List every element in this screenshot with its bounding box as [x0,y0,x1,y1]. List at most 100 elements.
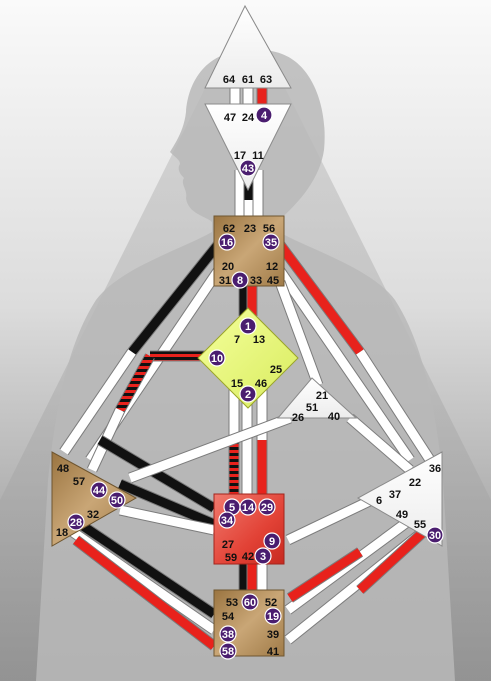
g-center [197,307,299,409]
gate-55-label: 55 [414,519,426,531]
channel-44-26 [128,413,292,483]
channel-45-21 [275,280,323,387]
gate-38-label: 38 [222,629,234,641]
gate-26-label: 26 [292,412,304,424]
gate-46-label: 46 [255,378,267,390]
channel-18-58-outline [67,526,217,634]
channel-10-57-b [116,353,154,413]
gate-5-label: 5 [229,502,235,514]
gate-3-label: 3 [260,551,266,563]
gate-57-label: 57 [73,476,85,488]
channel-28-38 [77,520,217,618]
channel-16-48-upper [128,239,224,355]
channel-35-36-lower [356,349,434,463]
gate-58-badge [219,642,237,660]
gate-51-label: 51 [306,402,318,414]
throat-center [213,215,285,287]
gate-34-badge [218,511,236,529]
gate-28-badge [67,513,85,531]
gate-1-label: 1 [245,321,251,333]
gate-2-label: 2 [245,389,251,401]
gate-63-label: 63 [260,74,272,86]
gate-8-label: 8 [237,275,243,287]
channel-12-22 [270,259,414,463]
gate-19-badge [264,607,282,625]
channel-40-37 [347,414,413,474]
gate-44-label: 44 [93,485,106,497]
gate-50-label: 50 [111,495,123,507]
gate-52-label: 52 [265,597,277,609]
gate-36-label: 36 [429,463,441,475]
gate-60-label: 60 [244,597,256,609]
heart-center [276,377,358,419]
gate-6-label: 6 [376,495,382,507]
gate-35-badge [262,233,280,251]
gate-21-label: 21 [316,390,328,402]
channel-49-19 [287,548,363,602]
channel-32-54 [119,505,215,535]
gate-2-badge [239,385,257,403]
gate-3-badge [254,547,272,565]
gate-16-badge [218,233,236,251]
gate-24-label: 24 [242,112,255,124]
gate-48-label: 48 [57,463,69,475]
gate-23-label: 23 [244,223,256,235]
gate-53-label: 53 [226,597,238,609]
gate-18-label: 18 [56,527,68,539]
gate-9-badge [263,532,281,550]
head-center [204,4,292,89]
gate-25-label: 25 [270,364,282,376]
channel-30-41 [356,522,434,594]
gate-34-label: 34 [221,515,234,527]
gate-30-label: 30 [429,530,441,542]
gate-38-badge [219,625,237,643]
gate-39-label: 39 [267,629,279,641]
gate-30-badge [426,526,444,544]
gate-33-label: 33 [250,275,262,287]
gate-16-label: 16 [221,237,233,249]
gate-49-label: 49 [396,509,408,521]
gate-35-label: 35 [265,237,277,249]
gate-59-label: 59 [225,552,237,564]
gate-47-label: 47 [224,112,236,124]
gate-37-label: 37 [389,489,401,501]
gate-60-badge [241,593,259,611]
channel-18-58 [73,536,217,650]
channel-35-36-upper [274,239,364,355]
channel-layer [59,88,435,651]
gate-29-label: 29 [261,502,273,514]
gate-41-label: 41 [267,646,279,658]
gate-28-label: 28 [70,517,82,529]
gate-54-label: 54 [222,611,235,623]
gate-22-label: 22 [409,477,421,489]
gate-13-label: 13 [253,334,265,346]
gate-1-badge [239,317,257,335]
ajna-center [204,103,292,192]
gate-10-label: 10 [211,353,223,365]
gate-12-label: 12 [266,261,278,273]
channel-59-6 [286,491,382,545]
gate-19-label: 19 [267,611,279,623]
gate-8-badge [231,271,249,289]
gate-44-badge [90,481,108,499]
gate-50-badge [108,491,126,509]
gate-40-label: 40 [328,411,340,423]
gate-20-label: 20 [222,261,234,273]
gate-17-label: 17 [234,150,246,162]
gate-9-label: 9 [269,536,275,548]
gate-43-label: 43 [242,163,254,175]
gate-62-label: 62 [223,223,235,235]
solar-plexus-center [356,451,443,547]
gate-42-label: 42 [242,551,254,563]
gate-31-label: 31 [219,275,231,287]
gate-4-badge [255,106,273,124]
channel-16-48-lower [60,349,136,455]
gate-32-label: 32 [87,509,99,521]
gate-64-label: 64 [223,74,236,86]
gate-29-badge [258,498,276,516]
gate-56-label: 56 [263,223,275,235]
gate-45-label: 45 [267,275,279,287]
gate-14-badge [239,498,257,516]
